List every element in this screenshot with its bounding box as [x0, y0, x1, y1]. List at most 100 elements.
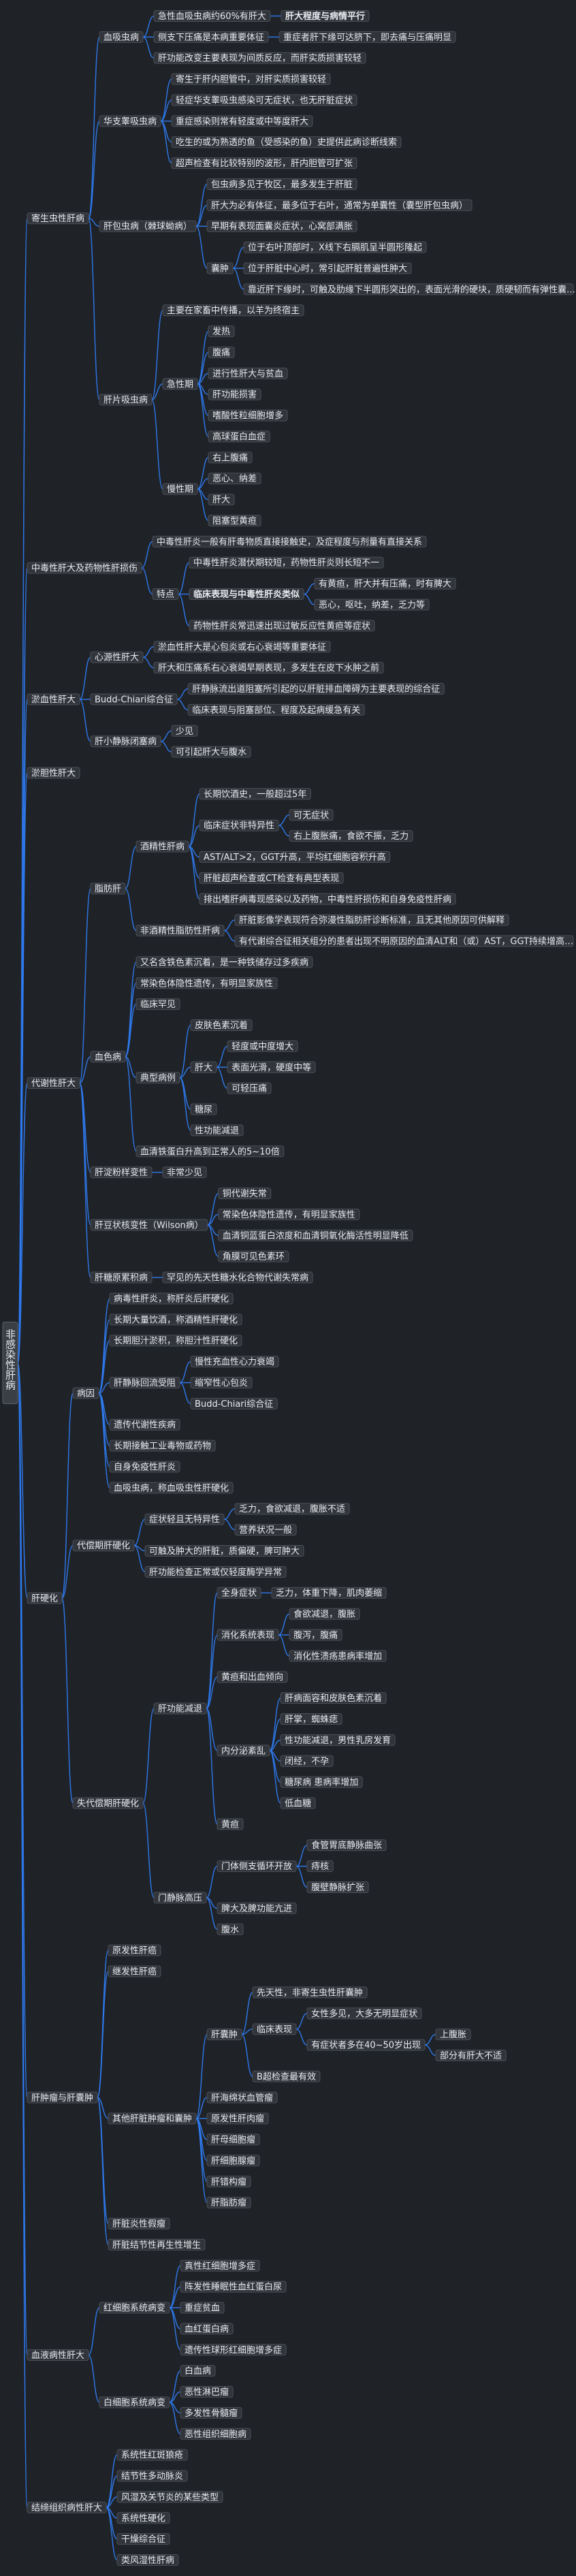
mindmap-node[interactable]: 发热 — [208, 325, 235, 338]
mindmap-node[interactable]: 嗜酸性粒细胞增多 — [208, 409, 288, 422]
mindmap-node[interactable]: 血清铁蛋白升高到正常人的5~10倍 — [135, 1145, 285, 1158]
mindmap-node[interactable]: 靠近肝下缘时，可触及肋缘下半圆形突出的，表面光滑的硬块，质硬韧而有弹性囊… — [243, 283, 575, 296]
mindmap-node[interactable]: 可轻压痛 — [227, 1082, 272, 1094]
mindmap-node[interactable]: 位于肝脏中心时，常引起肝脏普遍性肿大 — [243, 262, 412, 274]
mindmap-node[interactable]: 系统性硬化 — [116, 2512, 170, 2524]
mindmap-node[interactable]: 淤胆性肝大 — [27, 767, 80, 779]
mindmap-node[interactable]: 原发性肝肉瘤 — [206, 2112, 269, 2125]
mindmap-node[interactable]: 急性期 — [162, 378, 198, 390]
mindmap-node[interactable]: 血吸虫病 — [99, 31, 144, 43]
mindmap-node[interactable]: 肝糖原累积病 — [90, 1271, 153, 1284]
mindmap-node[interactable]: 肝脏影像学表现符合弥漫性脂肪肝诊断标准，且无其他原因可供解释 — [234, 914, 509, 926]
mindmap-node[interactable]: 系统性红斑狼疮 — [116, 2449, 188, 2461]
mindmap-node[interactable]: 血色病 — [90, 1051, 126, 1063]
mindmap-node[interactable]: 可引起肝大与腹水 — [171, 746, 251, 758]
mindmap-node[interactable]: 寄生虫性肝病 — [27, 212, 89, 225]
mindmap-node[interactable]: 常染色体隐性遗传，有明显家族性 — [135, 977, 278, 989]
mindmap-node[interactable]: 痔核 — [306, 1860, 334, 1873]
mindmap-node[interactable]: 有黄疸，肝大并有压痛，时有脾大 — [314, 577, 456, 590]
mindmap-node[interactable]: 长期大量饮酒，称酒精性肝硬化 — [109, 1314, 242, 1326]
mindmap-node[interactable]: 风湿及关节炎的某些类型 — [116, 2491, 223, 2503]
mindmap-node[interactable]: 华支睾吸虫病 — [99, 115, 161, 127]
mindmap-node[interactable]: 铜代谢失常 — [218, 1188, 272, 1200]
mindmap-node[interactable]: 皮肤色素沉着 — [190, 1019, 253, 1032]
mindmap-node[interactable]: 结节性多动脉炎 — [116, 2470, 188, 2482]
mindmap-node[interactable]: 侧支下压痛是本病重要体征 — [153, 31, 269, 43]
mindmap-node[interactable]: 性功能减退，男性乳房发育 — [280, 1734, 396, 1746]
mindmap-node[interactable]: 少见 — [171, 725, 198, 737]
mindmap-node[interactable]: 肝脏结节性再生性增生 — [108, 2238, 206, 2251]
mindmap-node[interactable]: 中毒性肝炎潜伏期较短，药物性肝炎则长短不一 — [189, 556, 384, 569]
mindmap-node[interactable]: 肝脂肪瘤 — [206, 2197, 251, 2209]
mindmap-node[interactable]: 糖尿病 患病率增加 — [280, 1776, 363, 1788]
mindmap-node[interactable]: 内分泌紊乱 — [217, 1745, 270, 1757]
mindmap-node[interactable]: 部分有肝大不适 — [435, 2050, 507, 2062]
mindmap-node[interactable]: 闭经，不孕 — [280, 1755, 334, 1767]
mindmap-node[interactable]: 特点 — [152, 588, 179, 601]
mindmap-node[interactable]: 血吸虫病，称血吸虫性肝硬化 — [109, 1482, 234, 1494]
mindmap-node[interactable]: 消化系统表现 — [217, 1629, 279, 1641]
mindmap-node[interactable]: 腹壁静脉扩张 — [306, 1881, 369, 1893]
mindmap-node[interactable]: 重症贫血 — [180, 2302, 225, 2314]
mindmap-node[interactable]: 重症感染则常有轻度或中等度肝大 — [171, 115, 313, 127]
mindmap-node[interactable]: 淤血性肝大 — [27, 693, 80, 705]
mindmap-node[interactable]: 恶性组织细胞病 — [180, 2428, 251, 2440]
mindmap-node[interactable]: 结缔组织病性肝大 — [27, 2501, 107, 2513]
mindmap-node[interactable]: 中毒性肝炎一般有肝毒物质直接接触史，及症程度与剂量有直接关系 — [152, 535, 427, 547]
mindmap-node[interactable]: 寄生于肝内胆管中，对肝实质损害较轻 — [171, 73, 331, 85]
mindmap-node[interactable]: 长期饮酒史，一般超过5年 — [199, 788, 311, 800]
mindmap-node[interactable]: 糖尿 — [190, 1103, 217, 1115]
mindmap-node[interactable]: 黄疸 — [217, 1818, 244, 1830]
mindmap-node[interactable]: 肝囊肿 — [206, 2029, 242, 2041]
mindmap-node[interactable]: 临床表现与中毒性肝炎类似 — [189, 588, 304, 601]
mindmap-node[interactable]: 慢性期 — [162, 483, 198, 495]
mindmap-node[interactable]: 囊肿 — [206, 262, 234, 274]
mindmap-node[interactable]: 肝大 — [208, 494, 235, 506]
root-node[interactable]: 非感染性肝病 — [2, 1321, 18, 1404]
mindmap-node[interactable]: 原发性肝癌 — [108, 1944, 161, 1956]
mindmap-node[interactable]: 肝功能损害 — [208, 388, 261, 400]
mindmap-node[interactable]: 进行性肝大与贫血 — [208, 367, 288, 379]
mindmap-node[interactable]: 肝硬化 — [27, 1592, 63, 1604]
mindmap-node[interactable]: 主要在家畜中传播，以羊为终宿主 — [162, 304, 304, 317]
mindmap-node[interactable]: 血红蛋白病 — [180, 2323, 234, 2335]
mindmap-node[interactable]: 常染色体隐性遗传，有明显家族性 — [218, 1208, 360, 1220]
mindmap-node[interactable]: 肝功能减退 — [153, 1702, 207, 1715]
mindmap-node[interactable]: 临床表现 — [252, 2023, 297, 2035]
mindmap-node[interactable]: 超声检查有比较特别的波形，肝内胆管可扩张 — [171, 157, 357, 170]
mindmap-node[interactable]: 门静脉高压 — [153, 1892, 207, 1904]
mindmap-node[interactable]: 临床罕见 — [135, 998, 180, 1011]
mindmap-node[interactable]: 又名含铁色素沉着，是一种铁储存过多疾病 — [135, 956, 313, 968]
mindmap-node[interactable]: 红细胞系统病变 — [99, 2302, 170, 2314]
mindmap-node[interactable]: 失代偿期肝硬化 — [72, 1797, 144, 1809]
mindmap-node[interactable]: 肝功能检查正常或仅轻度酶学异常 — [144, 1565, 287, 1578]
mindmap-node[interactable]: 干燥综合征 — [116, 2533, 170, 2545]
mindmap-node[interactable]: 肝错构瘤 — [206, 2176, 251, 2188]
mindmap-node[interactable]: 肝海绵状血管瘤 — [206, 2091, 278, 2103]
mindmap-node[interactable]: 症状轻且无特异性 — [144, 1513, 225, 1525]
mindmap-node[interactable]: 营养状况一般 — [234, 1524, 297, 1536]
mindmap-node[interactable]: 恶心、纳差 — [208, 473, 261, 485]
mindmap-node[interactable]: 腹痛 — [208, 346, 235, 358]
mindmap-node[interactable]: 肝小静脉闭塞病 — [90, 735, 161, 748]
mindmap-node[interactable]: 多发性骨髓瘤 — [180, 2406, 242, 2419]
mindmap-node[interactable]: 代谢性肝大 — [27, 1077, 80, 1089]
mindmap-node[interactable]: 非常少见 — [162, 1166, 207, 1179]
mindmap-node[interactable]: 临床表现与阻塞部位、程度及起病缓急有关 — [187, 703, 365, 716]
mindmap-node[interactable]: 消化性溃疡患病率增加 — [289, 1650, 387, 1662]
mindmap-node[interactable]: 慢性充血性心力衰竭 — [190, 1356, 279, 1368]
mindmap-node[interactable]: 肝静脉回流受阻 — [109, 1376, 180, 1388]
mindmap-node[interactable]: 阻塞型黄疸 — [208, 514, 261, 526]
mindmap-node[interactable]: 临床症状非特异性 — [199, 819, 279, 831]
mindmap-node[interactable]: 肝脏超声检查或CT检查有典型表现 — [199, 872, 344, 884]
mindmap-node[interactable]: B超检查最有效 — [252, 2070, 321, 2082]
mindmap-node[interactable]: 肝大和压痛系右心衰竭早期表现，多发生在皮下水肿之前 — [153, 662, 384, 674]
mindmap-node[interactable]: 肝大程度与病情平行 — [281, 10, 370, 22]
mindmap-node[interactable]: 乏力，体重下降，肌肉萎缩 — [271, 1587, 387, 1599]
mindmap-node[interactable]: AST/ALT>2，GGT升高，平均红细胞容积升高 — [199, 851, 391, 863]
mindmap-node[interactable]: 肝肿瘤与肝囊肿 — [27, 2091, 98, 2103]
mindmap-node[interactable]: 女性多见，大多无明显症状 — [306, 2007, 422, 2020]
mindmap-node[interactable]: 食欲减退，腹胀 — [289, 1608, 360, 1620]
mindmap-node[interactable]: 恶心，呕吐，纳差，乏力等 — [314, 599, 430, 611]
mindmap-node[interactable]: 酒精性肝病 — [135, 840, 189, 853]
